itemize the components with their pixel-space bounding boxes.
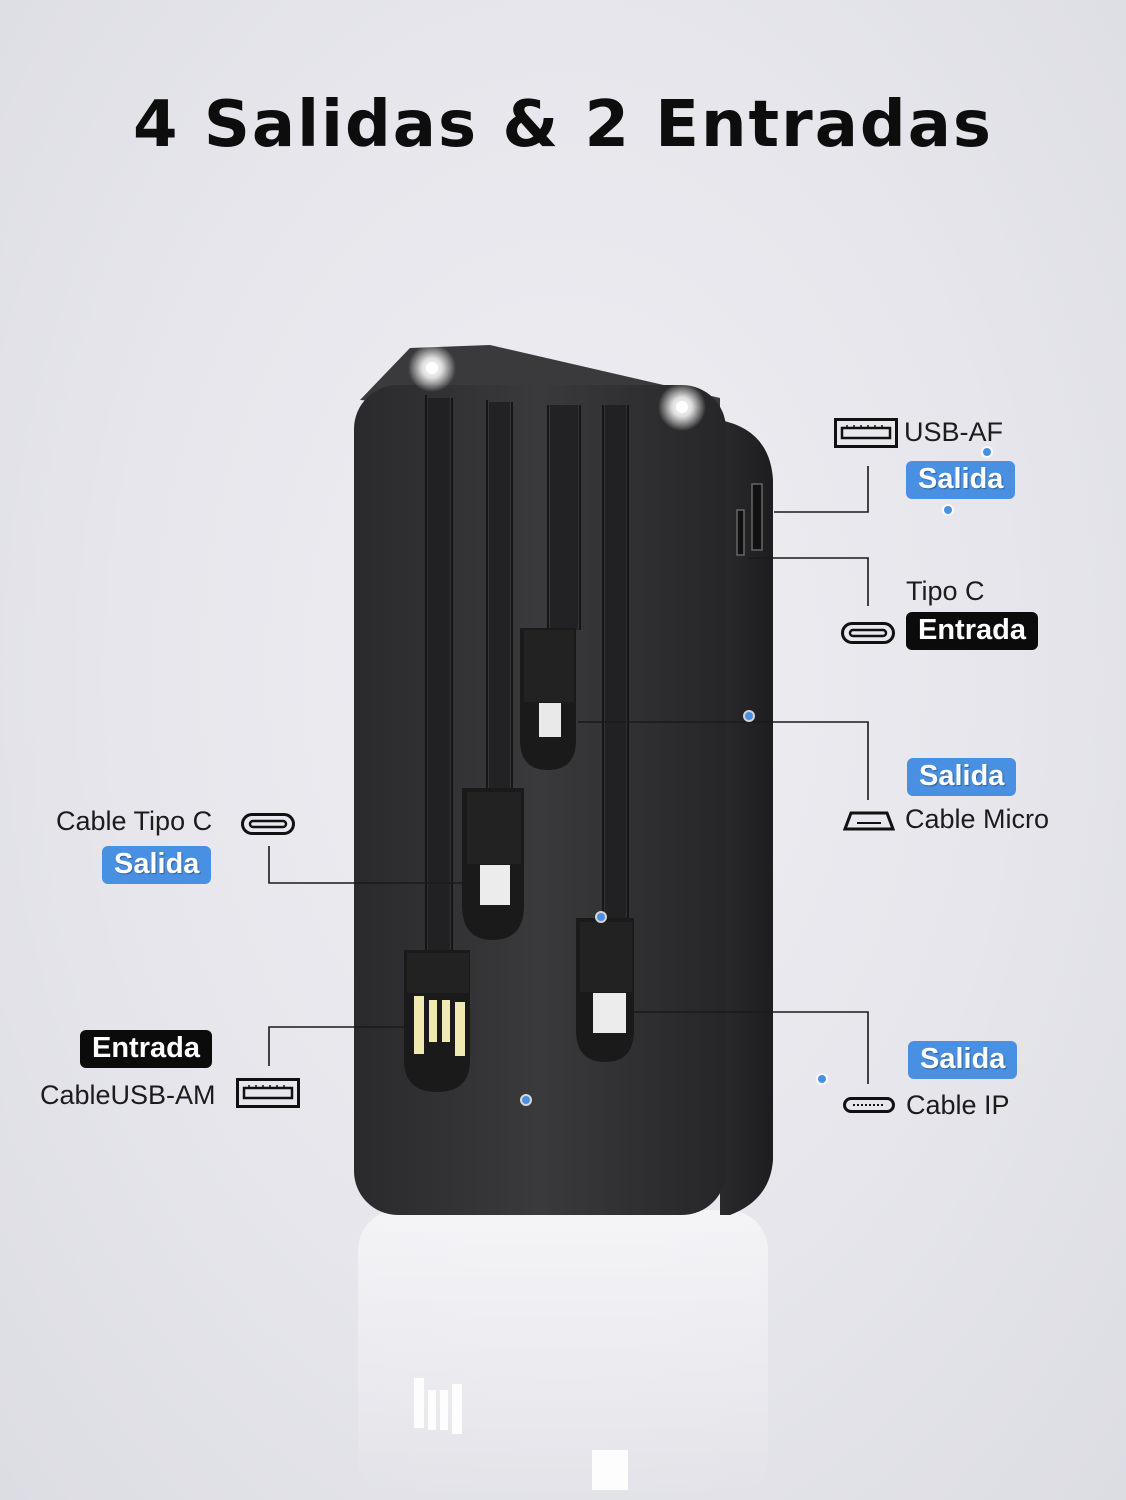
floor-reflection	[358, 1210, 768, 1500]
usb-a-port-icon	[834, 418, 898, 448]
accent-dot	[597, 913, 605, 921]
accent-dot	[944, 506, 952, 514]
micro-usb-icon	[843, 811, 895, 831]
output-badge: Salida	[906, 461, 1016, 499]
port-label: Cable IP	[906, 1090, 1010, 1120]
input-badge: Entrada	[80, 1030, 212, 1068]
device-front	[354, 385, 726, 1215]
usb-c-side-port	[736, 509, 745, 556]
accent-dot	[522, 1096, 530, 1104]
lightning-connector	[576, 918, 634, 1062]
port-label: USB-AF	[904, 417, 1004, 447]
usb-c-port-icon	[241, 813, 295, 835]
usb-c-port-icon	[841, 622, 895, 644]
usb-a-side-port	[751, 483, 763, 551]
output-badge: Salida	[908, 1041, 1018, 1079]
micro-usb-connector	[520, 628, 576, 770]
usb-c-connector	[462, 788, 524, 940]
device-side	[720, 420, 773, 1215]
port-label: Cable Tipo C	[56, 806, 213, 836]
usb-a-connector	[404, 950, 470, 1092]
cable-channels	[425, 395, 629, 950]
port-label: CableUSB-AM	[40, 1080, 216, 1110]
accent-dot	[818, 1075, 826, 1083]
leader-lines	[268, 466, 869, 1084]
usb-a-port-icon	[236, 1078, 300, 1108]
page-title: 4 Salidas & 2 Entradas	[133, 88, 993, 162]
input-badge: Entrada	[906, 612, 1038, 650]
output-badge: Salida	[102, 846, 212, 884]
lightning-connector-icon	[843, 1097, 895, 1113]
accent-dot	[983, 448, 991, 456]
port-label: Tipo C	[906, 576, 985, 606]
accent-dot	[745, 712, 753, 720]
output-badge: Salida	[907, 758, 1017, 796]
port-label: Cable Micro	[905, 804, 1050, 834]
